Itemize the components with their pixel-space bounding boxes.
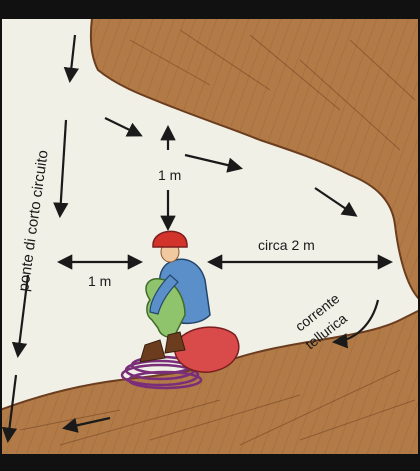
horizontal-distance-label: 1 m	[88, 273, 111, 289]
wall-distance-label: circa 2 m	[258, 237, 315, 253]
top-bar	[0, 0, 420, 18]
bottom-bar	[0, 455, 420, 471]
vertical-distance-label: 1 m	[158, 167, 181, 183]
